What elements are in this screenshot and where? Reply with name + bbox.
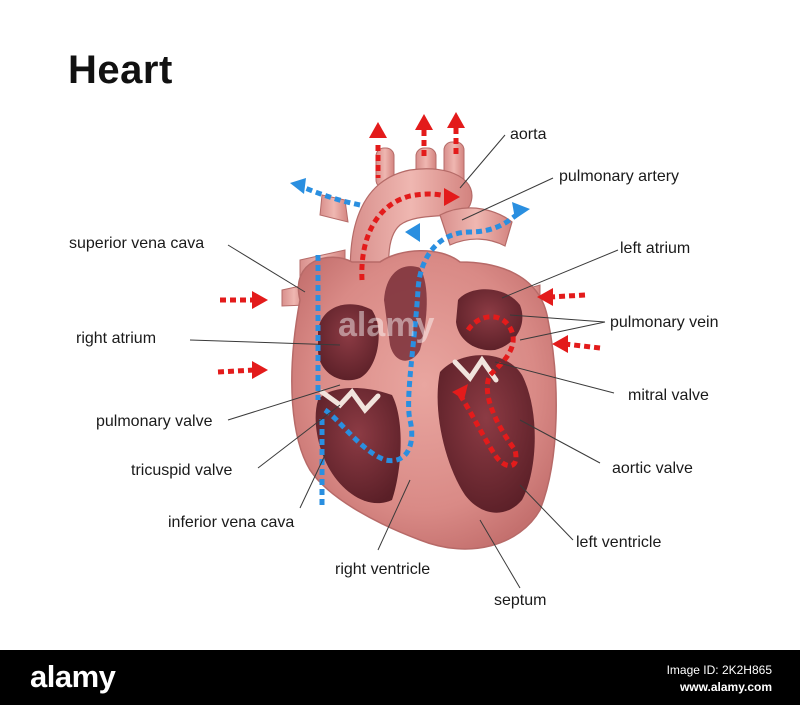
leader-lines (189, 134, 619, 589)
red-arrow-lv (452, 384, 468, 400)
blue-arrow-pa (405, 223, 420, 242)
red-arrow-aorta-1 (369, 122, 387, 138)
left-atrium-cavity (456, 289, 523, 351)
label-right-atrium: right atrium (76, 330, 157, 347)
right-atrium-cavity (318, 304, 379, 381)
site-url-text: www.alamy.com (679, 680, 772, 694)
label-aorta: aorta (510, 126, 547, 143)
label-superior-vena-cava: superior vena cava (69, 235, 205, 252)
label-pulmonary-valve: pulmonary valve (96, 413, 213, 430)
deoxygenated-flow (299, 183, 522, 505)
red-arrow-arch (444, 188, 460, 206)
label-left-ventricle: left ventricle (576, 534, 662, 551)
label-mitral-valve: mitral valve (628, 387, 709, 404)
diagram-canvas: Heart (68, 48, 719, 609)
image-id-text: Image ID: 2K2H865 (666, 663, 772, 677)
label-inferior-vena-cava: inferior vena cava (168, 514, 295, 531)
label-septum: septum (494, 592, 547, 609)
blue-arrow-left (290, 178, 306, 194)
red-arrow-pv-upper (537, 288, 553, 306)
mitral-valve-leaflets (452, 355, 499, 383)
label-pulmonary-vein: pulmonary vein (610, 314, 719, 331)
red-arrow-aorta-3 (447, 112, 465, 128)
stock-footer-bar: alamy Image ID: 2K2H865 www.alamy.com (0, 650, 800, 705)
right-ventricle-cavity (315, 388, 401, 504)
label-aortic-valve: aortic valve (612, 460, 693, 477)
oxygenated-flow (217, 128, 601, 469)
brand-logo: alamy (30, 659, 116, 694)
blue-arrow-right (512, 202, 530, 219)
label-right-ventricle: right ventricle (335, 561, 431, 578)
tricuspid-valve-leaflets (319, 388, 381, 414)
label-tricuspid-valve: tricuspid valve (131, 462, 233, 479)
red-arrow-svc (252, 291, 268, 309)
label-left-atrium: left atrium (620, 240, 691, 257)
diagram-title: Heart (68, 48, 173, 92)
red-arrow-pv-lower (552, 335, 568, 353)
watermark: alamy (338, 306, 435, 344)
red-arrow-aorta-2 (415, 114, 433, 130)
red-arrow-ivc (252, 361, 268, 379)
heart-illustration (189, 112, 619, 589)
label-pulmonary-artery: pulmonary artery (559, 168, 680, 185)
